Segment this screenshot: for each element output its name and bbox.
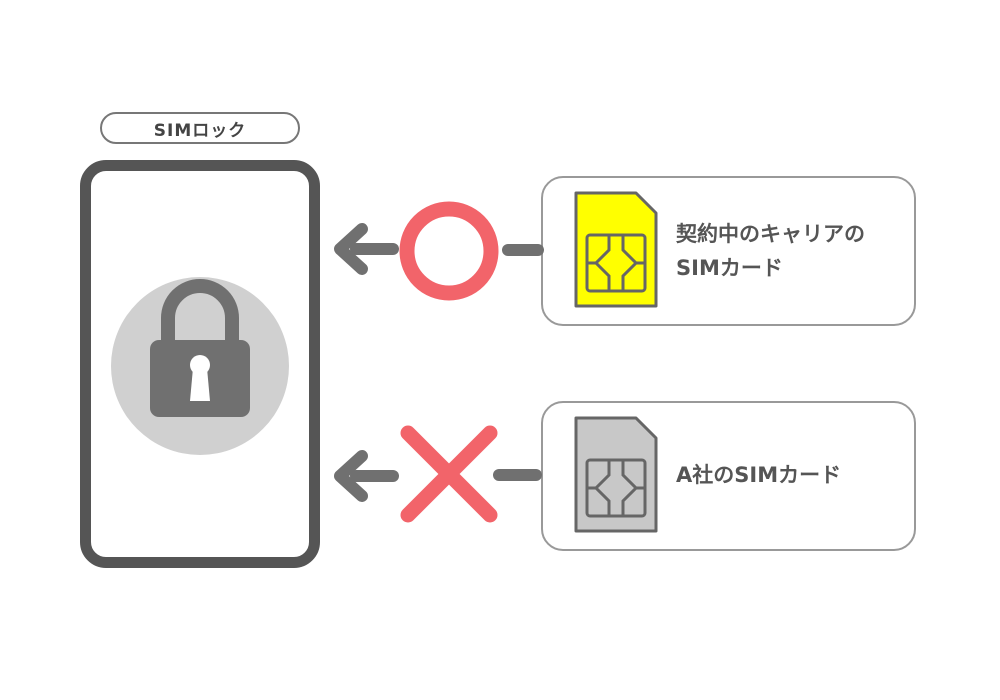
carrier-sim-label-line1: 契約中のキャリアの — [676, 222, 865, 246]
other-company-sim-label-line1: A社のSIMカード — [676, 463, 842, 487]
other-company-sim-label: A社のSIMカード — [676, 458, 841, 492]
circle-mark-icon — [399, 201, 499, 301]
padlock-icon — [150, 279, 250, 417]
carrier-sim-label-line2: SIMカード — [676, 256, 783, 280]
arrow-left-icon — [334, 223, 399, 275]
carrier-sim-label: 契約中のキャリアの SIMカード — [676, 217, 865, 285]
arrow-left-icon — [334, 450, 399, 502]
sim-lock-badge: SIMロック — [100, 112, 300, 144]
sim-card-icon — [574, 416, 658, 533]
cross-mark-icon — [400, 425, 498, 523]
sim-card-icon — [574, 191, 658, 308]
